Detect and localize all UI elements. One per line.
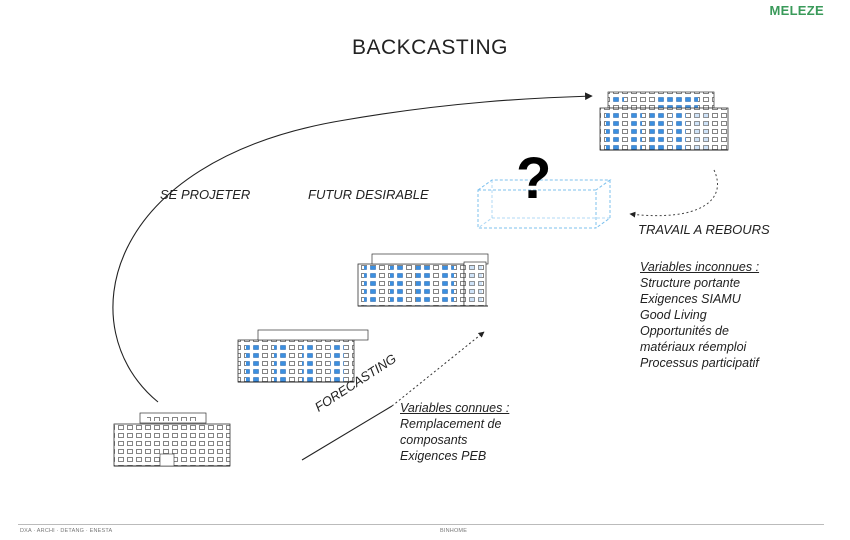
page-title: BACKCASTING: [351, 36, 509, 59]
variables-inconnues-heading: Variables inconnues :: [640, 260, 760, 274]
unknown-question-mark: ?: [516, 146, 552, 211]
se-projeter-curve-arrow: [112, 92, 593, 403]
variables-connues-item: Remplacement de: [400, 417, 502, 431]
variables-connues-item: composants: [400, 433, 468, 447]
variables-inconnues-block: Variables inconnues : Structure portante…: [640, 259, 759, 371]
variables-inconnues-item: Structure portante: [640, 276, 741, 290]
variables-inconnues-item: Opportunités de: [640, 324, 729, 338]
building-existing: [113, 412, 231, 467]
building-future-desirable: [599, 91, 729, 151]
travail-a-rebours-dotted-arrow: [629, 169, 718, 218]
footer-center-text: BINHOME: [440, 528, 468, 534]
variables-connues-heading: Variables connues :: [400, 401, 510, 415]
label-travail-a-rebours: TRAVAIL A REBOURS: [638, 222, 770, 237]
label-se-projeter: SE PROJETER: [160, 187, 251, 202]
variables-inconnues-item: Processus participatif: [640, 356, 759, 370]
variables-inconnues-item: matériaux réemploi: [640, 340, 747, 354]
variables-connues-item: Exigences PEB: [400, 449, 487, 463]
forecasting-dotted-arrow: [391, 331, 485, 407]
future-volume-dashed-box: [477, 179, 612, 229]
forecasting-solid-line: [301, 405, 393, 461]
footer-divider: [18, 524, 824, 525]
building-renovated-stage-2: [357, 253, 489, 307]
variables-connues-block: Variables connues : Remplacement de comp…: [400, 400, 509, 464]
brand-logo-text: MELEZE: [769, 3, 824, 18]
footer-left-text: DXA · ARCHI · DETANG · ENESTA: [20, 528, 113, 534]
label-futur-desirable: FUTUR DESIRABLE: [308, 187, 429, 202]
variables-inconnues-item: Exigences SIAMU: [640, 292, 741, 306]
variables-inconnues-item: Good Living: [640, 308, 707, 322]
building-renovated-stage-1: [237, 329, 369, 383]
